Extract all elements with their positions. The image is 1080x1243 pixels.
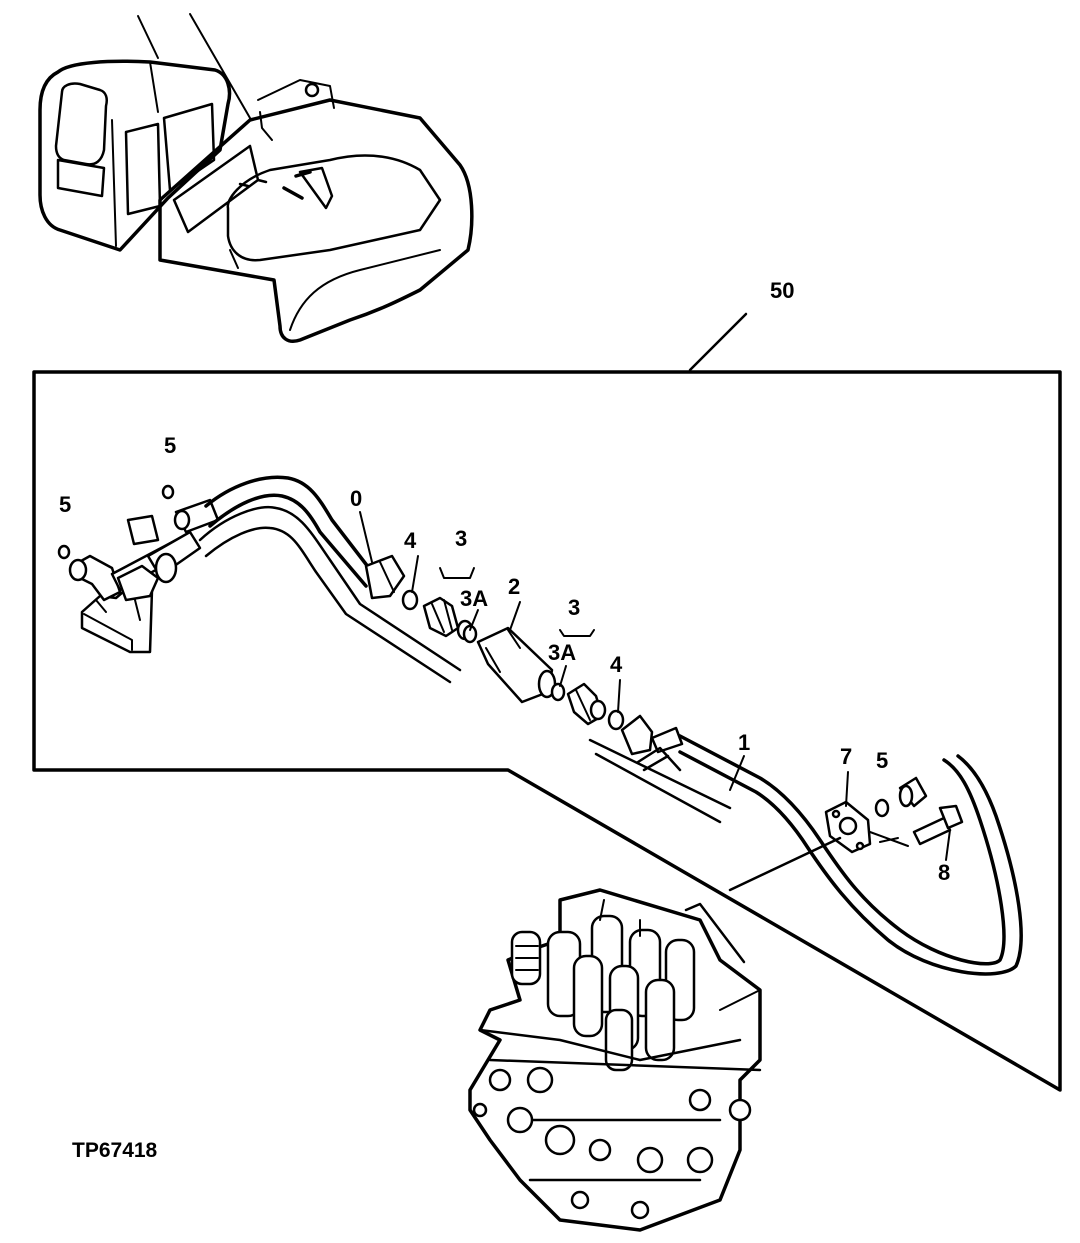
bolt-leader bbox=[869, 831, 909, 847]
callout-4-left: 4 bbox=[404, 528, 417, 553]
split-flange-7 bbox=[824, 800, 872, 854]
callout-50: 50 bbox=[770, 278, 794, 303]
o-ring-5-right bbox=[874, 798, 890, 818]
adapter-3-right bbox=[566, 682, 607, 726]
elbow-fitting-center bbox=[116, 498, 220, 602]
valve-port-leader bbox=[719, 989, 761, 1011]
valve-leader-bracket bbox=[684, 902, 746, 964]
callout-3-right: 3 bbox=[568, 595, 580, 620]
callout-leaders bbox=[57, 484, 951, 861]
excavator-illustration bbox=[38, 13, 474, 343]
callout-7: 7 bbox=[840, 744, 852, 769]
callout-4-right: 4 bbox=[610, 652, 623, 677]
check-valve-2 bbox=[476, 626, 557, 704]
o-ring-4-right bbox=[607, 709, 625, 731]
callout-2: 2 bbox=[508, 574, 520, 599]
callout-1: 1 bbox=[738, 730, 750, 755]
valve-leader-line bbox=[728, 836, 842, 892]
control-valve-illustration bbox=[468, 888, 762, 1232]
callout-5-right: 5 bbox=[876, 748, 888, 773]
hose-assembly-0 bbox=[204, 475, 406, 600]
tube-1 bbox=[620, 714, 1023, 976]
o-ring-3a-right bbox=[550, 682, 566, 702]
callout-0: 0 bbox=[350, 486, 362, 511]
bolt-8 bbox=[912, 804, 964, 846]
callout-3a-left: 3A bbox=[460, 586, 488, 611]
callout-3a-right: 3A bbox=[548, 640, 576, 665]
callout-3-left: 3 bbox=[455, 526, 467, 551]
o-ring-3a-left bbox=[462, 624, 478, 644]
figure-id: TP67418 bbox=[72, 1139, 158, 1162]
callout-5-top: 5 bbox=[164, 433, 176, 458]
detail-frame bbox=[32, 370, 1062, 1092]
callout-8: 8 bbox=[938, 860, 950, 885]
assembly-leader-line bbox=[688, 312, 748, 372]
callout-5-left: 5 bbox=[59, 492, 71, 517]
o-ring-4-left bbox=[401, 589, 419, 611]
tube-outline-lower bbox=[198, 506, 732, 824]
